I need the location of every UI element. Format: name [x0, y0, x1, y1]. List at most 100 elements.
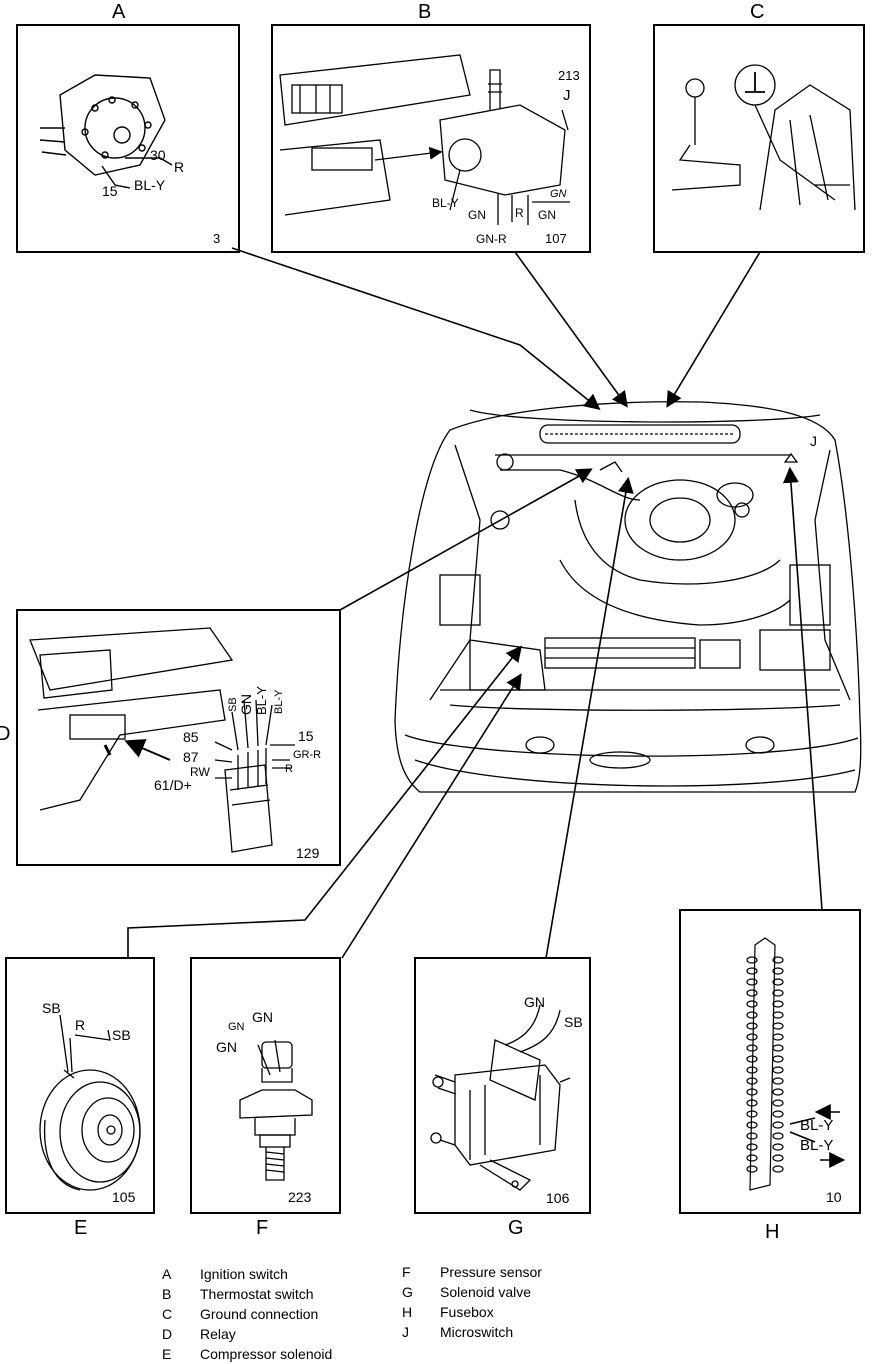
fuse-clip [746, 978, 758, 986]
panel-g-ref: 106 [546, 1190, 570, 1206]
panel-e-ref: 105 [112, 1189, 136, 1205]
legend-label: Solenoid valve [440, 1284, 532, 1300]
panel-h-wire-bly-2: BL-Y [800, 1137, 833, 1154]
panel-d-terminal-61: 61/D+ [154, 777, 192, 793]
legend-label: Relay [200, 1326, 236, 1342]
panel-b-thermostat-switch: 213 J BL-Y GN GN-R R GN GN 107 [271, 24, 591, 253]
fuse-clip [772, 1066, 784, 1074]
panel-a-terminal-30: 30 [150, 147, 166, 163]
legend-label: Thermostat switch [200, 1286, 314, 1302]
panel-d-wire-gn: GN [238, 694, 254, 715]
fuse-clip [772, 1143, 784, 1151]
panel-b-wire-gn-right: GN [538, 208, 556, 222]
fuse-clip [746, 1110, 758, 1118]
panel-g-wire-gn: GN [524, 994, 545, 1010]
main-label-j: J [810, 433, 817, 449]
panel-b-wire-bly: BL-Y [432, 196, 459, 210]
legend-key: F [402, 1264, 411, 1280]
fuse-clip [772, 1121, 784, 1129]
panel-d-terminal-87: 87 [183, 749, 199, 765]
fuse-clip [772, 978, 784, 986]
panel-d-wire-grr: GR-R [293, 749, 321, 761]
fuse-clip [772, 1077, 784, 1085]
panel-e-wire-sb-1: SB [42, 1000, 61, 1016]
fuse-clip [746, 1143, 758, 1151]
panel-h-wire-bly-1: BL-Y [800, 1117, 833, 1134]
fuse-clip [746, 1011, 758, 1019]
fuse-clip [772, 1099, 784, 1107]
fuse-clip [772, 1154, 784, 1162]
panel-d-relay: 85 87 RW 61/D+ SB GN BL-Y BL-Y 15 GR-R R… [16, 609, 341, 866]
legend-item: H Fusebox [402, 1302, 542, 1322]
legend-key: J [402, 1324, 409, 1340]
fuse-clip [746, 1055, 758, 1063]
legend-key: C [162, 1306, 173, 1322]
legend-label: Ground connection [200, 1306, 319, 1322]
legend-label: Compressor solenoid [200, 1346, 333, 1362]
legend-item: E Compressor solenoid [162, 1344, 332, 1364]
fuse-clip [746, 989, 758, 997]
legend-right: F Pressure sensor G Solenoid valve H Fusebo… [402, 1262, 542, 1342]
panel-a-ignition-switch: 30 R 15 BL-Y 3 [16, 24, 240, 253]
legend-label: Microswitch [440, 1324, 514, 1340]
panel-letter-g: G [508, 1217, 524, 1239]
fuse-clip [772, 1110, 784, 1118]
fuse-clip [772, 989, 784, 997]
panel-a-wire-r: R [174, 159, 184, 175]
fuse-clip [746, 1088, 758, 1096]
fuse-clip [746, 1033, 758, 1041]
panel-d-wire-bly-2: BL-Y [273, 689, 285, 714]
panel-d-wire-rw: RW [190, 765, 210, 779]
panel-d-ref: 129 [296, 845, 320, 861]
legend-item: G Solenoid valve [402, 1282, 542, 1302]
fuse-clip [746, 967, 758, 975]
panel-d-wire-r: R [285, 763, 293, 775]
panel-f-wire-gn-2: GN [252, 1009, 273, 1025]
panel-b-label-j: J [563, 87, 571, 104]
fuse-clip [772, 1165, 784, 1173]
legend-key: E [162, 1346, 172, 1362]
panel-g-solenoid-valve: GN SB 106 [414, 957, 591, 1214]
panel-e-wire-r: R [75, 1017, 85, 1033]
panel-d-wire-bly-1: BL-Y [254, 686, 269, 715]
panel-letter-b: B [418, 1, 431, 23]
fuse-clip [772, 1044, 784, 1052]
panel-a-ref: 3 [213, 231, 220, 246]
fuse-clip [746, 956, 758, 964]
fuse-clip [772, 1022, 784, 1030]
panel-f-pressure-sensor: GN GN GN 223 [190, 957, 341, 1214]
engine-bay-illustration [394, 401, 862, 793]
panel-letter-a: A [112, 1, 126, 23]
legend-key: G [402, 1284, 413, 1300]
legend-item: F Pressure sensor [402, 1262, 542, 1282]
panel-c-ground-connection [653, 24, 865, 253]
fuse-clip [746, 1165, 758, 1173]
legend-key: B [162, 1286, 172, 1302]
fuse-clip [746, 1121, 758, 1129]
panel-h-fusebox: BL-Y BL-Y 10 [679, 909, 861, 1214]
panel-d-terminal-85: 85 [183, 729, 199, 745]
legend-item: J Microswitch [402, 1322, 542, 1342]
panel-b-wire-gnr: GN-R [476, 232, 507, 246]
panel-d-wire-sb: SB [227, 697, 239, 712]
fuse-clip [746, 1099, 758, 1107]
legend-key: D [162, 1326, 173, 1342]
fuse-clip [772, 1088, 784, 1096]
fuse-clip [746, 1154, 758, 1162]
fuse-clip [746, 1000, 758, 1008]
legend-key: H [402, 1304, 413, 1320]
panel-b-ref: 107 [545, 231, 567, 246]
panel-b-wire-gn-top: GN [550, 188, 567, 200]
fuse-clip [746, 1044, 758, 1052]
legend-label: Fusebox [440, 1304, 494, 1320]
fuse-clip [772, 956, 784, 964]
fuse-clip [772, 1055, 784, 1063]
fuse-clip [746, 1022, 758, 1030]
fuse-clip [772, 967, 784, 975]
panel-g-wire-sb: SB [564, 1014, 583, 1030]
fuse-clip [746, 1077, 758, 1085]
legend-label: Pressure sensor [440, 1264, 542, 1280]
